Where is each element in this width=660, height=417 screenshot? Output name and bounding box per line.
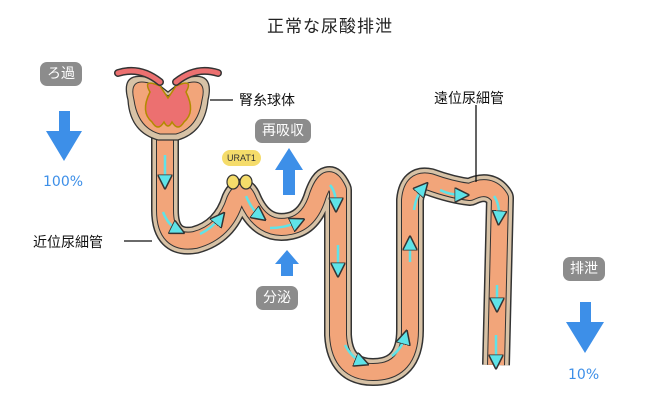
secretion-arrow-icon bbox=[275, 250, 299, 276]
flow-arrow bbox=[439, 190, 462, 195]
urat1-label: URAT1 bbox=[222, 150, 261, 166]
flow-arrow bbox=[199, 218, 220, 236]
flow-arrow bbox=[343, 344, 362, 362]
excretion-percent: 10% bbox=[568, 367, 600, 383]
flow-arrow bbox=[330, 184, 336, 205]
reabsorption-arrow-icon bbox=[275, 148, 303, 195]
flow-arrow bbox=[161, 211, 178, 230]
flow-arrow bbox=[391, 337, 405, 357]
glomerulus bbox=[114, 66, 222, 141]
flow-arrow bbox=[494, 195, 499, 218]
flow-arrows bbox=[163, 155, 499, 362]
secretion-label: 分泌 bbox=[256, 286, 298, 310]
excretion-arrow-icon bbox=[566, 302, 604, 353]
glomerulus-label: 腎糸球体 bbox=[239, 93, 295, 109]
flow-arrow bbox=[244, 195, 260, 216]
flow-arrow bbox=[414, 188, 423, 211]
urat1-transporter bbox=[226, 174, 253, 190]
flow-arrow bbox=[269, 222, 298, 228]
filtration-arrow-icon bbox=[46, 111, 82, 161]
excretion-label: 排泄 bbox=[563, 257, 605, 281]
proximal-tubule-label: 近位尿細管 bbox=[33, 235, 103, 251]
filtration-percent: 100% bbox=[43, 174, 84, 190]
distal-tubule-label: 遠位尿細管 bbox=[434, 91, 504, 107]
diagram-title: 正常な尿酸排泄 bbox=[267, 17, 393, 37]
filtration-label: ろ過 bbox=[40, 62, 82, 86]
reabsorption-label: 再吸収 bbox=[255, 119, 311, 143]
tubule bbox=[151, 135, 514, 386]
